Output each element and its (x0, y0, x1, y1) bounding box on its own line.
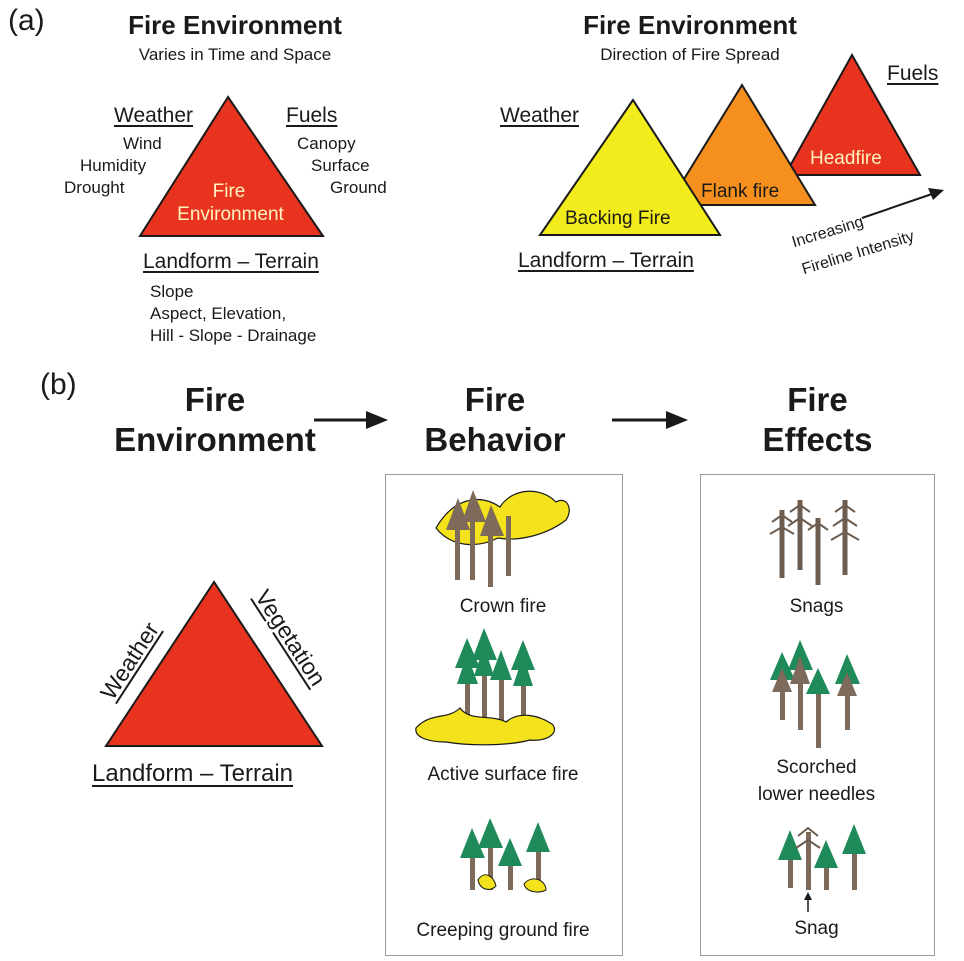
caption-lower-needles: lower needles (757, 784, 876, 805)
flank-fire-label: Flank fire (701, 181, 780, 202)
arrow-behavior-to-effects (666, 411, 688, 429)
caption-snag: Snag (794, 918, 839, 939)
creeping-ground-fire-illustration (460, 818, 550, 893)
right-landform-heading: Landform – Terrain (518, 249, 694, 272)
left-landform-item-aspect: Aspect, Elevation, (150, 304, 287, 323)
intensity-arrow-head (928, 188, 944, 200)
right-fuels-heading: Fuels (887, 62, 939, 85)
left-weather-heading: Weather (114, 104, 193, 127)
caption-scorched: Scorched (776, 757, 857, 778)
panel-a-label: (a) (8, 4, 45, 37)
panel-b-label: (b) (40, 368, 77, 401)
col-behavior-title-2: Behavior (424, 421, 566, 458)
active-surface-fire-illustration (415, 628, 556, 746)
right-diagram-title: Fire Environment (583, 10, 797, 40)
caption-creeping-ground-fire: Creeping ground fire (416, 920, 590, 941)
crown-fire-illustration (435, 490, 570, 587)
col-effects-title-2: Effects (762, 421, 873, 458)
headfire-label: Headfire (810, 148, 882, 169)
left-diagram-title: Fire Environment (128, 10, 342, 40)
left-fuels-item-canopy: Canopy (297, 134, 356, 153)
col-effects-title-1: Fire (787, 381, 848, 418)
left-fuels-item-ground: Ground (330, 178, 387, 197)
left-landform-heading: Landform – Terrain (143, 250, 319, 273)
left-fuels-item-surface: Surface (311, 156, 370, 175)
left-fuels-heading: Fuels (286, 104, 338, 127)
left-weather-item-drought: Drought (64, 178, 125, 197)
fire-environment-triangle (138, 95, 325, 237)
right-weather-heading: Weather (500, 104, 579, 127)
triangle-label-environment: Environment (177, 204, 284, 225)
snags-illustration (769, 500, 860, 585)
flank-fire-triangle (666, 83, 817, 206)
left-weather-item-humidity: Humidity (80, 156, 147, 175)
environment-triangle-b (104, 580, 324, 747)
col-environment-title-2: Environment (114, 421, 316, 458)
left-diagram-subtitle: Varies in Time and Space (138, 45, 332, 64)
headfire-triangle (783, 52, 922, 176)
caption-active-surface-fire: Active surface fire (427, 764, 579, 785)
right-diagram-subtitle: Direction of Fire Spread (600, 45, 780, 64)
backing-fire-triangle (538, 98, 722, 236)
left-weather-item-wind: Wind (123, 134, 162, 153)
backing-fire-label: Backing Fire (565, 208, 671, 229)
landform-base-label: Landform – Terrain (92, 760, 293, 787)
caption-crown-fire: Crown fire (459, 596, 547, 617)
col-behavior-title-1: Fire (464, 381, 526, 418)
caption-snags: Snags (789, 596, 844, 617)
left-landform-item-hill: Hill - Slope - Drainage (150, 326, 317, 345)
left-landform-item-slope: Slope (150, 282, 194, 301)
arrow-env-to-behavior (366, 411, 388, 429)
snag-illustration (778, 824, 866, 912)
col-environment-title-1: Fire (184, 381, 246, 418)
scorched-needles-illustration (770, 640, 860, 748)
triangle-label-fire: Fire (212, 181, 246, 202)
